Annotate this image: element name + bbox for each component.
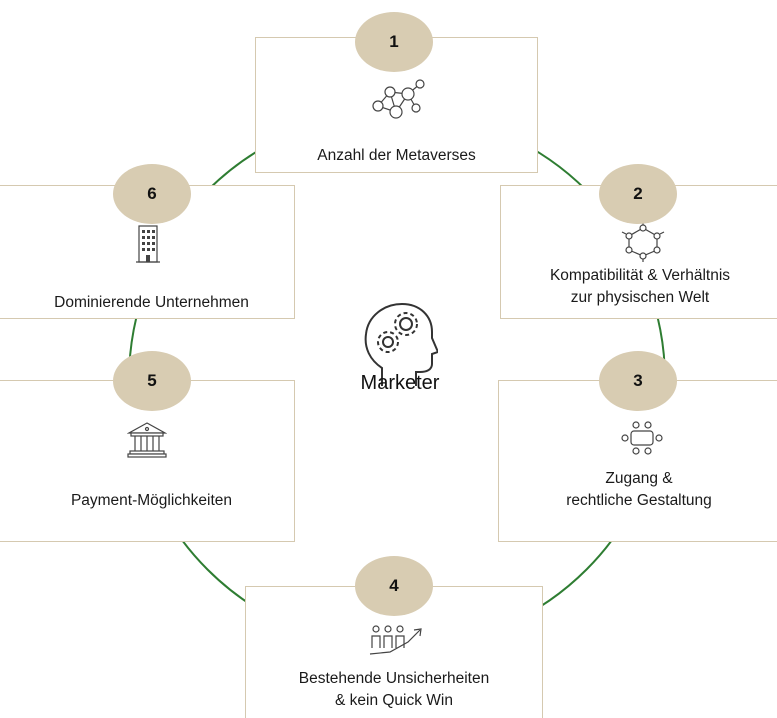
badge-3: 3 <box>599 351 677 411</box>
head-gears-icon <box>364 302 438 386</box>
center-label: Marketer <box>360 372 440 394</box>
bank-icon <box>127 422 167 458</box>
badge-4: 4 <box>355 556 433 616</box>
network-people-icon <box>372 79 425 119</box>
box-4-label-line-2: & kein Quick Win <box>334 692 453 709</box>
badge-2: 2 <box>599 164 677 224</box>
box-2-label-line-1: Kompatibilität & Verhältnis <box>549 267 731 284</box>
badge-5: 5 <box>113 351 191 411</box>
box-6-label: Dominierende Unternehmen <box>54 294 249 311</box>
box-4-label-line-1: Bestehende Unsicherheiten <box>298 670 490 687</box>
box-3-label-line-2: rechtliche Gestaltung <box>566 492 712 509</box>
connected-nodes-icon <box>621 222 665 262</box>
office-building-icon <box>136 225 160 263</box>
box-3-label-line-1: Zugang & <box>605 470 673 487</box>
people-growth-arrow-icon <box>369 625 422 655</box>
badge-1: 1 <box>355 12 433 72</box>
box-5-label: Payment-Möglichkeiten <box>70 492 233 509</box>
badge-6: 6 <box>113 164 191 224</box>
box-2-label-line-2: zur physischen Welt <box>570 289 710 306</box>
meeting-table-icon <box>621 421 663 455</box>
box-1-label: Anzahl der Metaverses <box>317 147 476 164</box>
